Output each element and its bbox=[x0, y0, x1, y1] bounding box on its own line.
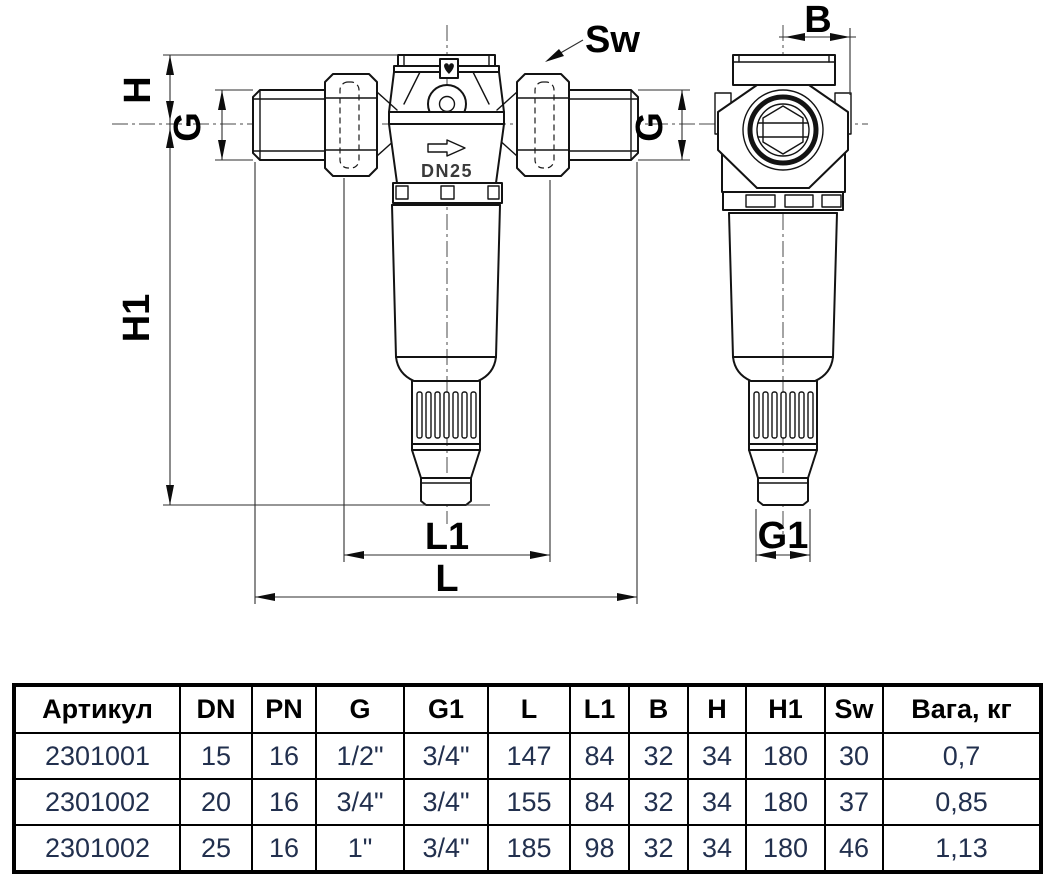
spec-table-container: Артикул DN PN G G1 L L1 B H H1 Sw Вага, … bbox=[12, 683, 1043, 874]
dimension-g1-label: G1 bbox=[758, 515, 809, 557]
table-row: 2301001 15 16 1/2" 3/4" 147 84 32 34 180… bbox=[13, 732, 1042, 780]
front-view: DN25 bbox=[112, 19, 706, 604]
dimension-h: H bbox=[117, 54, 398, 124]
dimension-h1: H1 bbox=[116, 124, 490, 506]
table-cell: 25 bbox=[179, 824, 253, 873]
dimension-b-label: B bbox=[804, 0, 831, 41]
dimension-l1: L1 bbox=[343, 178, 551, 562]
header-vaga: Вага, кг bbox=[882, 684, 1042, 734]
right-thread-connection bbox=[568, 89, 639, 161]
dimension-b: B bbox=[779, 0, 856, 95]
table-cell: 30 bbox=[824, 732, 884, 780]
right-union-nut bbox=[496, 73, 570, 177]
left-thread-connection bbox=[252, 89, 326, 161]
header-h1: H1 bbox=[745, 684, 826, 734]
table-cell: 0,7 bbox=[882, 732, 1042, 780]
dimension-g-left: G bbox=[167, 89, 253, 161]
header-g: G bbox=[315, 684, 405, 734]
flow-direction-arrow bbox=[427, 139, 466, 157]
header-dn: DN bbox=[179, 684, 253, 734]
table-row: 2301002 20 16 3/4" 3/4" 155 84 32 34 180… bbox=[13, 778, 1042, 826]
dimension-g1: G1 bbox=[755, 509, 811, 562]
table-cell: 3/4" bbox=[403, 732, 489, 780]
dimension-sw: Sw bbox=[545, 19, 640, 62]
table-cell: 180 bbox=[745, 824, 826, 873]
table-cell: 180 bbox=[745, 778, 826, 826]
table-cell: 155 bbox=[487, 778, 571, 826]
table-cell: 2301002 bbox=[13, 778, 181, 826]
side-bowl-collar-ring bbox=[722, 191, 844, 211]
dimension-l1-label: L1 bbox=[425, 516, 469, 558]
table-cell: 32 bbox=[628, 778, 689, 826]
table-cell: 98 bbox=[569, 824, 630, 873]
table-cell: 180 bbox=[745, 732, 826, 780]
bowl-collar-ring bbox=[392, 182, 503, 204]
dimension-sw-label: Sw bbox=[585, 19, 640, 61]
side-drain-connection bbox=[757, 477, 809, 506]
table-cell: 3/4" bbox=[403, 824, 489, 873]
table-cell: 3/4" bbox=[315, 778, 405, 826]
table-cell: 0,85 bbox=[882, 778, 1042, 826]
side-bowl-slots bbox=[753, 391, 814, 439]
table-cell: 84 bbox=[569, 778, 630, 826]
side-view: B G1 bbox=[700, 0, 868, 562]
header-b: B bbox=[628, 684, 689, 734]
table-cell: 2301001 bbox=[13, 732, 181, 780]
filter-bowl bbox=[391, 204, 501, 506]
header-l1: L1 bbox=[569, 684, 630, 734]
table-cell: 84 bbox=[569, 732, 630, 780]
table-cell: 34 bbox=[687, 732, 747, 780]
table-cell: 1,13 bbox=[882, 824, 1042, 873]
table-cell: 1" bbox=[315, 824, 405, 873]
brand-logo-icon bbox=[444, 63, 454, 74]
dn-size-label: DN25 bbox=[421, 161, 473, 181]
dimension-l: L bbox=[254, 162, 638, 604]
left-union-nut bbox=[324, 73, 398, 177]
side-top-cap bbox=[732, 54, 836, 86]
table-cell: 16 bbox=[251, 778, 317, 826]
table-cell: 46 bbox=[824, 824, 884, 873]
table-cell: 32 bbox=[628, 824, 689, 873]
table-cell: 34 bbox=[687, 824, 747, 873]
spec-table: Артикул DN PN G G1 L L1 B H H1 Sw Вага, … bbox=[12, 683, 1043, 874]
table-cell: 16 bbox=[251, 824, 317, 873]
header-pn: PN bbox=[251, 684, 317, 734]
dimension-h1-label: H1 bbox=[116, 294, 158, 343]
table-cell: 3/4" bbox=[403, 778, 489, 826]
side-filter-bowl bbox=[728, 212, 838, 506]
table-cell: 147 bbox=[487, 732, 571, 780]
table-cell: 1/2" bbox=[315, 732, 405, 780]
header-sw: Sw bbox=[824, 684, 884, 734]
valve-body: DN25 bbox=[388, 54, 505, 184]
table-cell: 20 bbox=[179, 778, 253, 826]
technical-drawing: DN25 bbox=[112, 0, 868, 604]
header-h: H bbox=[687, 684, 747, 734]
header-artikul: Артикул bbox=[13, 684, 181, 734]
header-g1: G1 bbox=[403, 684, 489, 734]
table-cell: 16 bbox=[251, 732, 317, 780]
side-sight-glass bbox=[742, 89, 824, 171]
table-header-row: Артикул DN PN G G1 L L1 B H H1 Sw Вага, … bbox=[13, 684, 1042, 734]
dimension-g-right: G bbox=[629, 89, 690, 161]
table-cell: 34 bbox=[687, 778, 747, 826]
table-cell: 2301002 bbox=[13, 824, 181, 873]
drain-connection bbox=[420, 477, 472, 506]
dimension-g-right-label: G bbox=[629, 112, 671, 142]
dimension-g-left-label: G bbox=[167, 112, 209, 142]
dimension-h-label: H bbox=[117, 76, 159, 103]
header-l: L bbox=[487, 684, 571, 734]
table-cell: 32 bbox=[628, 732, 689, 780]
table-row: 2301002 25 16 1" 3/4" 185 98 32 34 180 4… bbox=[13, 824, 1042, 873]
dimension-l-label: L bbox=[435, 558, 458, 600]
bowl-slots bbox=[416, 391, 477, 439]
table-cell: 15 bbox=[179, 732, 253, 780]
table-cell: 37 bbox=[824, 778, 884, 826]
table-cell: 185 bbox=[487, 824, 571, 873]
